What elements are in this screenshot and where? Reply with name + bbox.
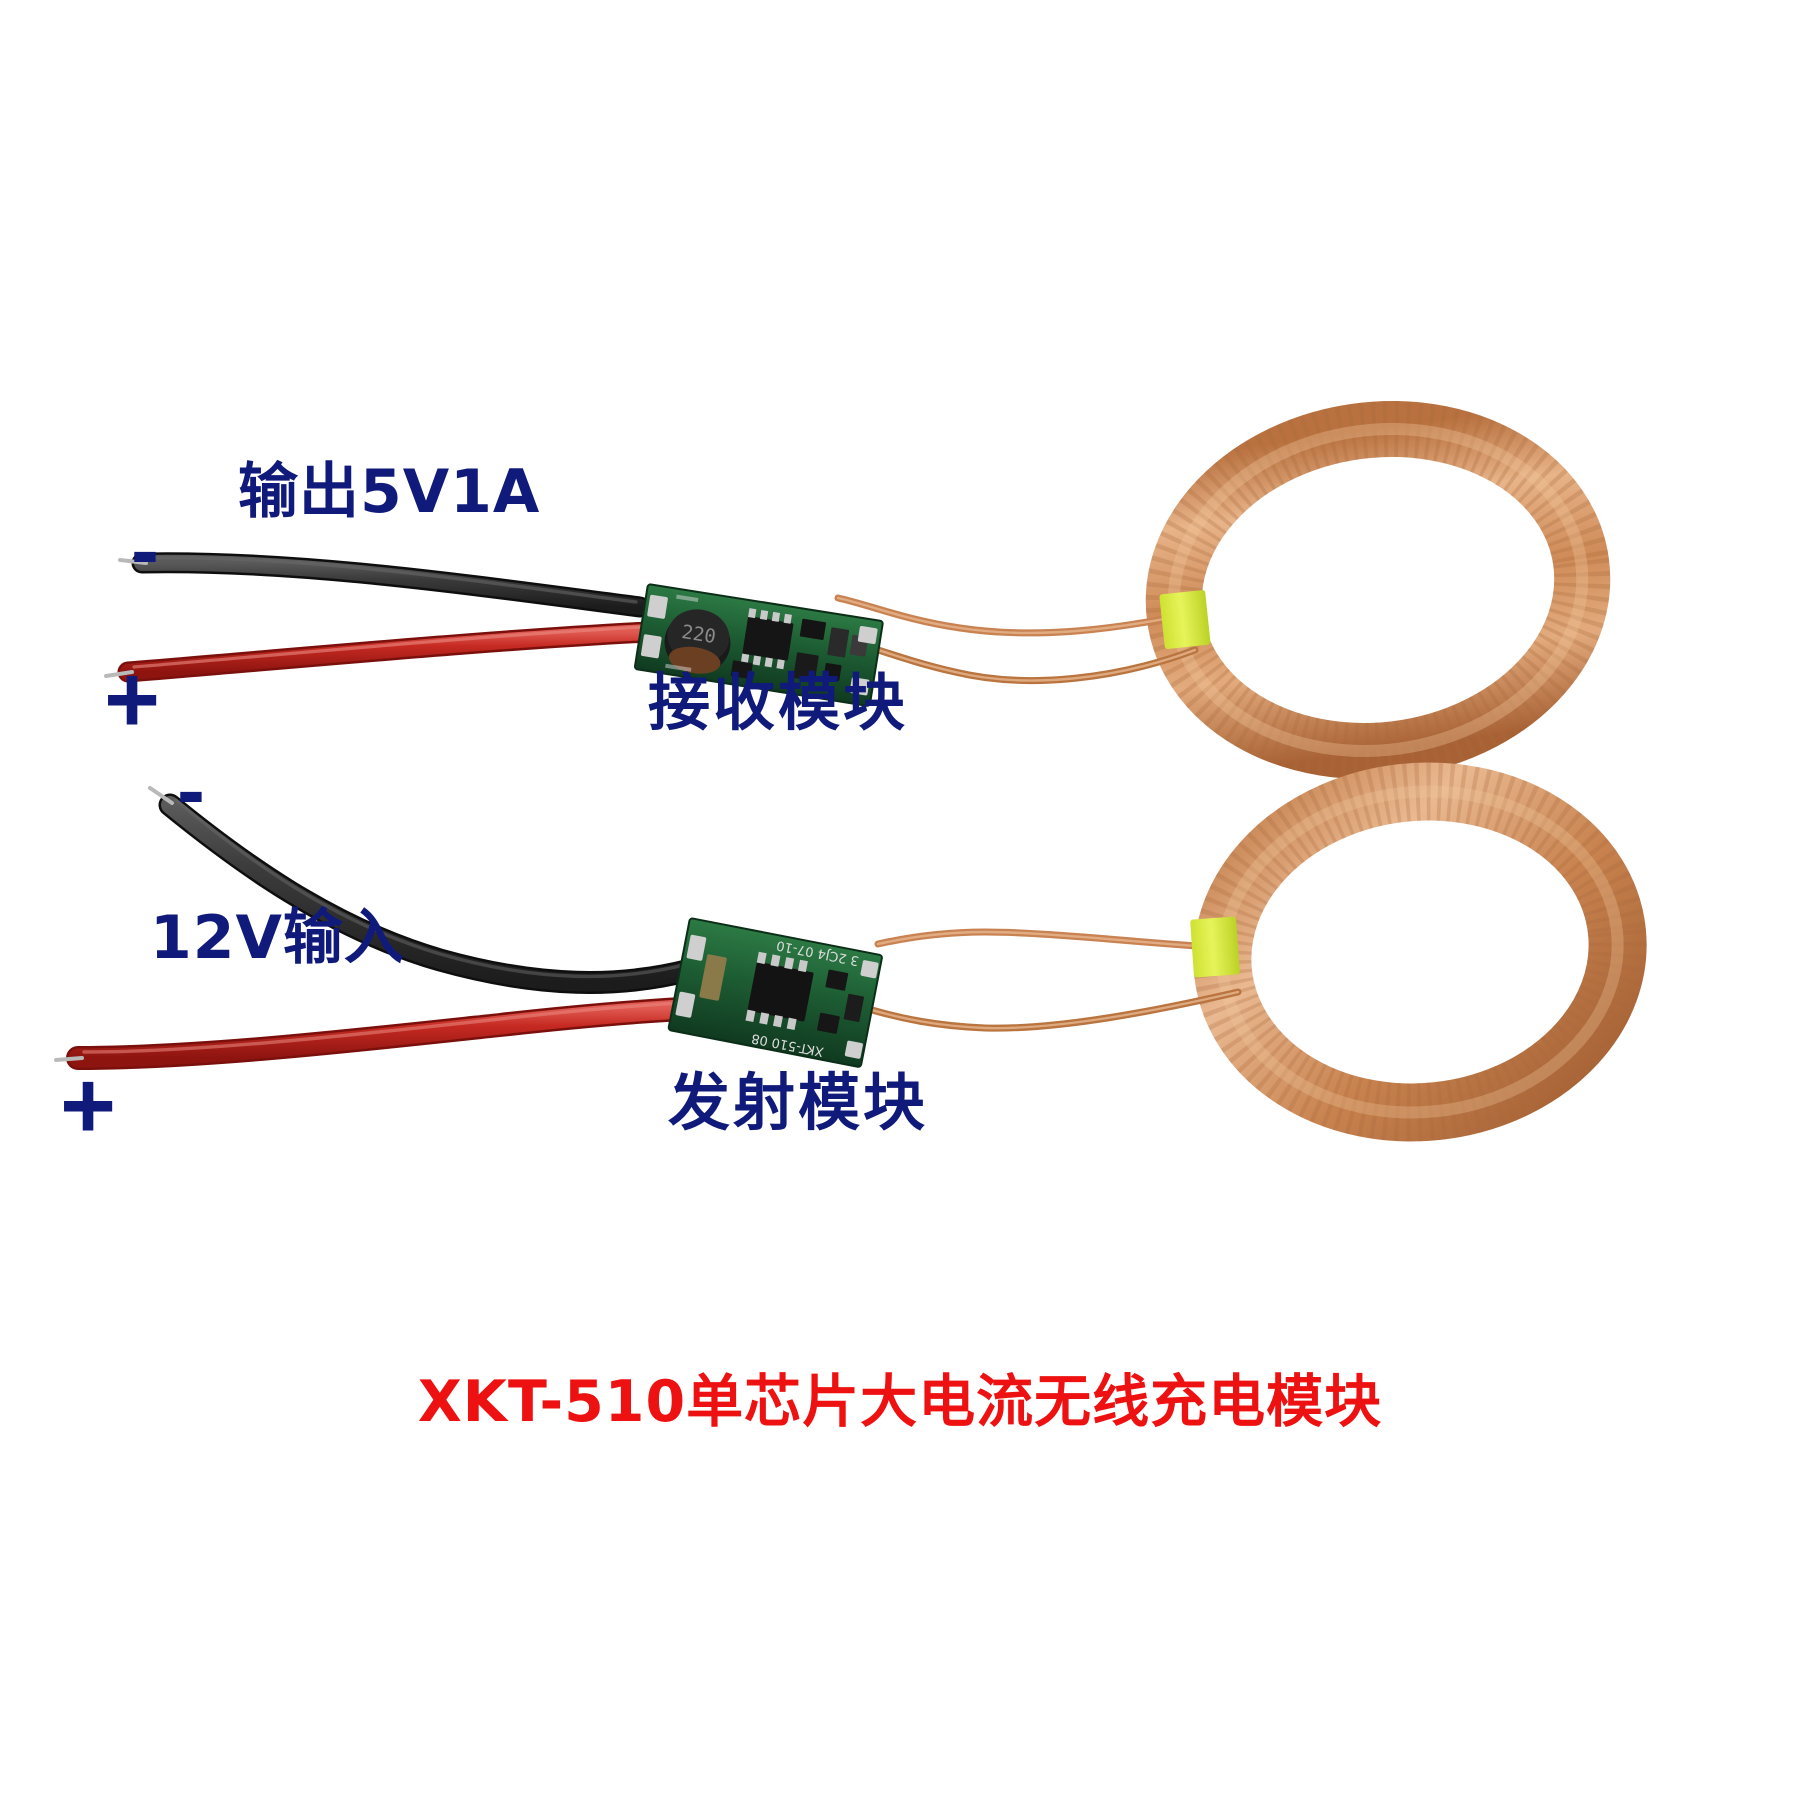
receiver-positive-symbol: + — [104, 646, 161, 753]
receiver-coil-tape — [1159, 590, 1211, 649]
receiver-coil — [834, 401, 1611, 779]
transmitter-coil — [868, 762, 1647, 1142]
transmitter-coil-tape — [1190, 916, 1240, 978]
receiver-negative-symbol: - — [131, 503, 159, 597]
transmitter-positive-symbol: + — [60, 1052, 117, 1159]
receiver-pcb: 220 — [633, 583, 884, 707]
transmitter-pcb: 3 2CJ4 07-10 XKT-510 08 — [667, 917, 883, 1068]
label-input-voltage: 12V输入 — [150, 903, 405, 973]
transmitter-black-wire — [148, 786, 702, 994]
receiver-red-wire — [104, 621, 659, 683]
receiver-inductor-marking: 220 — [680, 621, 717, 648]
label-transmitter-module: 发射模块 — [668, 1066, 929, 1139]
transmitter-negative-symbol: - — [177, 743, 205, 837]
label-receiver-module: 接收模块 — [648, 666, 909, 739]
receiver-black-wire — [118, 552, 651, 618]
label-output-rating: 输出5V1A — [238, 457, 541, 527]
product-title: XKT-510单芯片大电流无线充电模块 — [417, 1369, 1383, 1435]
receiver-inductor: 220 — [664, 609, 731, 674]
transmitter-red-wire — [54, 996, 712, 1070]
